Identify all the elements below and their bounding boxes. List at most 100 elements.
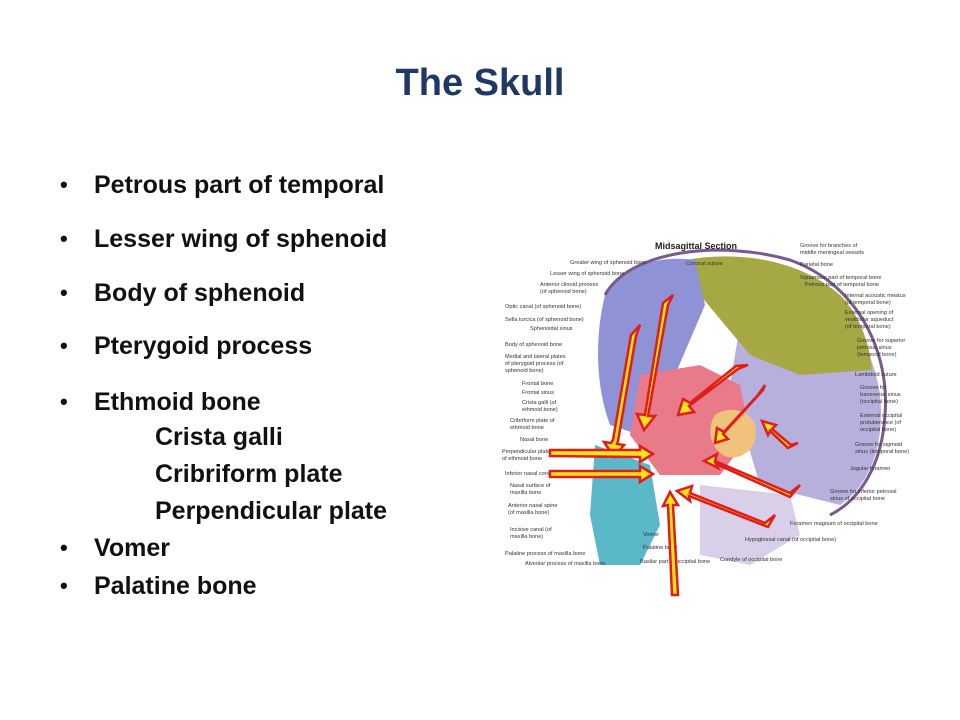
bullet-item: • Petrous part of temporal [60, 170, 480, 200]
left-label: of pterygoid process (of [505, 361, 564, 367]
left-label: Perpendicular plate [502, 449, 550, 455]
bullet-text: Lesser wing of sphenoid [94, 225, 388, 253]
arrow-pointer [634, 294, 675, 433]
lower-skull [700, 485, 800, 565]
right-label: Groove for sigmoid [855, 442, 902, 448]
bullet-dot: • [60, 573, 68, 598]
bullet-item: • Pterygoid process [60, 331, 480, 361]
right-label: Petrous part of temporal bone [805, 282, 879, 288]
left-label: ethmoid bone [510, 425, 544, 431]
left-label: Cribriform plate of [510, 418, 555, 424]
arrow-pointer [660, 489, 681, 597]
bullet-text: Pterygoid process [94, 332, 313, 360]
right-label: transverse sinus [860, 392, 901, 398]
right-label: Squamous part of temporal bone [800, 275, 881, 281]
right-label: (of temporal bone) [845, 324, 891, 330]
left-label: (of maxilla bone) [508, 510, 549, 516]
top-label: Coronal suture [686, 261, 723, 267]
arrow-pointer [759, 419, 799, 450]
bullet-dot: • [60, 172, 68, 197]
left-label: maxilla bone) [510, 534, 543, 540]
right-label: protuberance (of [860, 420, 901, 426]
bullet-dot: • [60, 389, 68, 414]
right-label: External opening of [845, 310, 894, 316]
right-label: Jugular foramen [850, 466, 890, 472]
bullet-dot: • [60, 280, 68, 305]
bullet-dot: • [60, 226, 68, 251]
bullet-list: • Petrous part of temporal • Lesser wing… [60, 170, 480, 601]
left-label: Body of sphenoid bone [505, 342, 562, 348]
left-label: Frontal sinus [522, 390, 554, 396]
right-label: Groove for superior [857, 338, 905, 344]
arrow-pointer [548, 463, 656, 485]
right-label: Foramen magnum of occipital bone [790, 521, 878, 527]
bullet-item: • Lesser wing of sphenoid [60, 224, 480, 254]
skull-illustration: Midsagittal Section Coronal suture Great… [500, 235, 920, 600]
left-label: Optic canal (of sphenoid bone) [505, 304, 581, 310]
left-label: (of sphenoid bone) [540, 289, 587, 295]
parietal-region [685, 256, 872, 375]
outer-rim [603, 248, 888, 517]
bullet-item: • Body of sphenoid [60, 278, 480, 308]
sub-item-crista-galli: Crista galli [155, 423, 283, 451]
bullet-text: Palatine bone [94, 572, 257, 600]
left-label: sphenoid bone) [505, 368, 544, 374]
bullet-dot: • [60, 535, 68, 560]
skull-midsagittal-figure: Midsagittal Section Coronal suture Great… [500, 235, 920, 600]
bullet-dot: • [60, 333, 68, 358]
figure-heading: Midsagittal Section [655, 241, 737, 251]
right-label: Hypoglossal canal (of occipital bone) [745, 537, 836, 543]
arrow-pointer [676, 363, 749, 417]
right-label: vestibular aqueduct [845, 317, 894, 323]
bottom-label: Vomer [643, 532, 659, 538]
left-label: Sphenoidal sinus [530, 326, 573, 332]
left-label: Lesser wing of sphenoid bone [550, 271, 624, 277]
arrow-pointer [548, 443, 656, 465]
left-label: Greater wing of sphenoid bone [570, 260, 647, 266]
right-label: Groove for [860, 385, 887, 391]
bullet-text: Vomer [94, 534, 170, 562]
bullet-text: Ethmoid bone [94, 388, 261, 416]
bullet-item: • Ethmoid bone [60, 387, 480, 417]
left-label: Medial and lateral plates [505, 354, 566, 360]
left-label: Sella turcica (of sphenoid bone) [505, 317, 584, 323]
arrow-pointer [674, 484, 777, 529]
right-label: Lambdoid suture [855, 372, 897, 378]
bottom-label: Condyle of occipital bone [720, 557, 783, 563]
right-label: occipital bone) [860, 427, 896, 433]
sub-item-perpendicular-plate: Perpendicular plate [155, 497, 388, 525]
right-label: Parietal bone [800, 262, 833, 268]
sub-item-cribriform-plate: Cribriform plate [155, 460, 343, 488]
bottom-label: Palatine bone [643, 545, 677, 551]
left-label: Palatine process of maxilla bone [505, 551, 586, 557]
right-label: sinus of occipital bone [830, 496, 885, 502]
right-label: (occipital bone) [860, 399, 898, 405]
slide-title: The Skull [395, 62, 565, 104]
left-label: Inferior nasal concha [505, 471, 558, 477]
left-label: Crista galli (of [522, 400, 557, 406]
bullet-item: • Palatine bone [60, 571, 480, 601]
left-label: Nasal bone [520, 437, 548, 443]
arrow-pointer [701, 451, 801, 499]
bullet-text: Body of sphenoid [94, 279, 306, 307]
left-label: Nasal surface of [510, 483, 551, 489]
right-label: Groove for inferior petrosal [830, 489, 897, 495]
right-label: External occipital [860, 413, 902, 419]
right-label: (of temporal bone) [845, 300, 891, 306]
right-label: Internal acoustic meatus [845, 293, 906, 299]
left-label: of ethmoid bone [502, 456, 542, 462]
temporal-region [710, 409, 756, 458]
right-label: sinus (temporal bone) [855, 449, 909, 455]
arrow-pointer [713, 384, 767, 445]
right-label: petrosal sinus [857, 345, 892, 351]
bullet-text: Petrous part of temporal [94, 171, 385, 199]
left-label: Incisive canal (of [510, 527, 552, 533]
right-label: middle meningeal vessels [800, 250, 864, 256]
left-label: Alveolar process of maxilla bone [525, 561, 606, 567]
left-label: Frontal bone [522, 381, 553, 387]
left-label: maxilla bone [510, 490, 541, 496]
left-label: Anterior nasal spine [508, 503, 557, 509]
left-label: ethmoid bone) [522, 407, 558, 413]
bullet-item: • Vomer [60, 533, 480, 563]
